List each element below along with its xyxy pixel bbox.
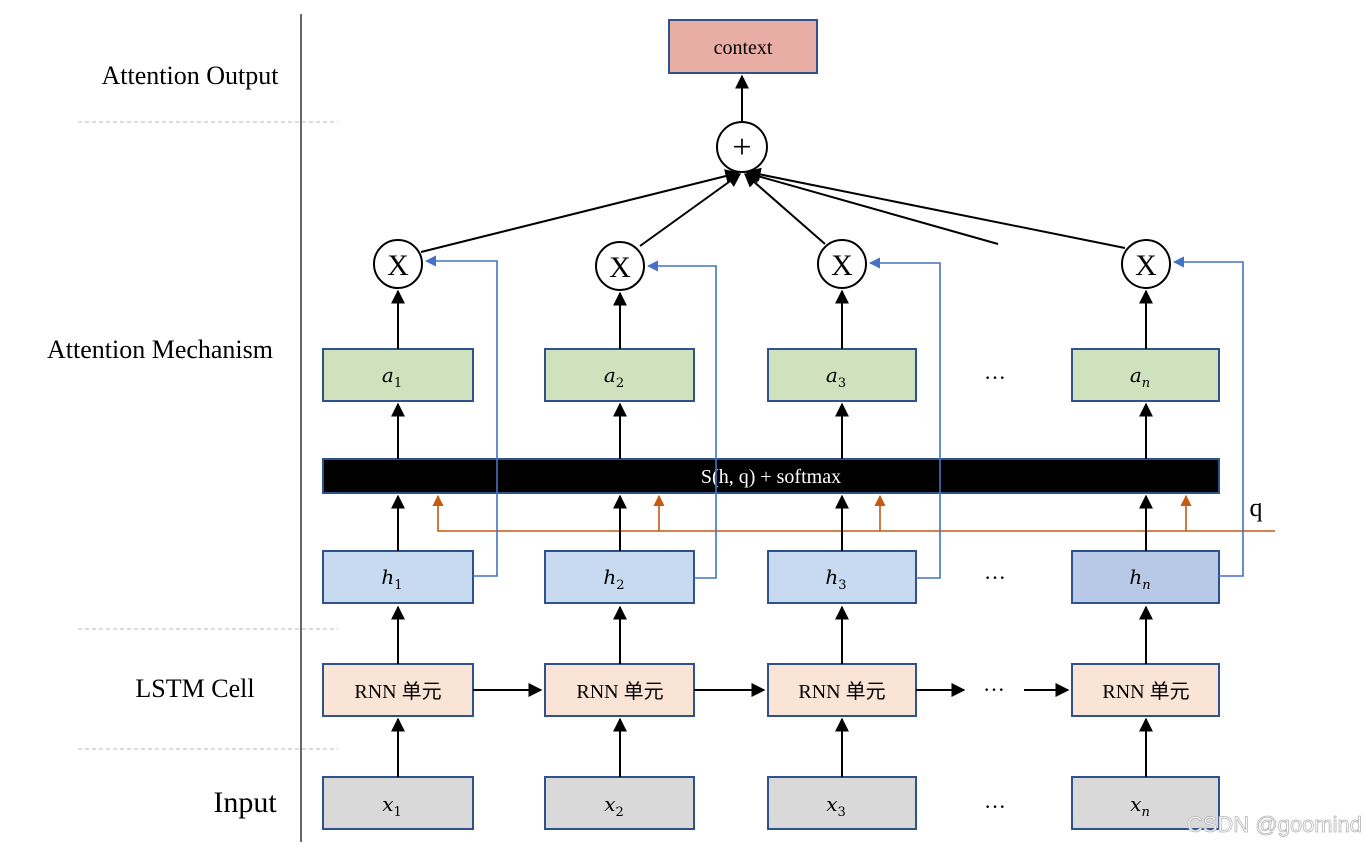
watermark: CSDN @goomind (1187, 812, 1362, 837)
ellipsis: ··· (984, 794, 1006, 819)
score-softmax-bar: S(h, q) + softmax (322, 458, 1220, 494)
query-line (432, 494, 1275, 532)
plus-symbol: + (732, 129, 751, 166)
row-label-attention-mechanism: Attention Mechanism (47, 335, 273, 364)
context-box: context (668, 19, 818, 74)
hidden-label: h2 (603, 565, 624, 593)
column-3: x3 RNN 单元 h3 a3 X (767, 239, 941, 830)
rnn-box (1071, 663, 1220, 717)
hidden-skip-line (1172, 256, 1244, 577)
multiply-to-sum-arrow (639, 173, 742, 247)
input-box (544, 776, 695, 830)
hidden-label: hn (1129, 565, 1150, 593)
column-1: x1 RNN 单元 h1 a1 X (322, 239, 498, 830)
ellipsis-to-sum-arrow (745, 169, 999, 245)
rnn-box (544, 663, 695, 717)
input-label: x1 (382, 792, 402, 820)
multiply-symbol: X (609, 251, 631, 284)
context-label: context (714, 37, 773, 59)
multiply-node (373, 239, 423, 289)
rnn-label: RNN 单元 (1102, 680, 1189, 703)
rnn-label: RNN 单元 (798, 680, 885, 703)
multiply-to-sum-arrow (743, 173, 826, 245)
multiply-node (1121, 239, 1171, 289)
hidden-box (767, 550, 917, 604)
rnn-label: RNN 单元 (354, 680, 441, 703)
multiply-node (817, 239, 867, 289)
query-label: q (1250, 493, 1263, 522)
input-label: x2 (604, 792, 624, 820)
hidden-skip-line (646, 260, 717, 579)
attention-weight-box (767, 348, 917, 402)
multiply-symbol: X (1135, 249, 1157, 282)
input-box (322, 776, 474, 830)
multiply-to-sum-arrow (420, 169, 740, 253)
attention-weight-box (322, 348, 474, 402)
score-softmax-label: S(h, q) + softmax (701, 466, 841, 488)
hidden-skip-line (868, 257, 941, 579)
rnn-box (767, 663, 917, 717)
row-label-lstm-cell: LSTM Cell (135, 674, 254, 703)
hidden-box (322, 550, 474, 604)
ellipsis: ··· (984, 565, 1006, 590)
attention-weight-label: a3 (826, 363, 846, 391)
input-label: x3 (826, 792, 846, 820)
rnn-label: RNN 单元 (576, 680, 663, 703)
hidden-label: h3 (825, 565, 846, 593)
ellipsis: ··· (983, 677, 1005, 702)
column-2: x2 RNN 单元 h2 a2 X (544, 241, 717, 830)
hidden-box (1071, 550, 1220, 604)
sum-node: + (716, 121, 768, 173)
multiply-symbol: X (387, 249, 409, 282)
multiply-to-sum-arrow (746, 167, 1126, 249)
hidden-skip-line (424, 255, 498, 577)
multiply-node (595, 241, 645, 291)
attention-weight-label: a2 (604, 363, 624, 391)
input-label: xn (1130, 792, 1150, 820)
attention-weight-box (544, 348, 695, 402)
input-box (767, 776, 917, 830)
column-n: xn RNN 单元 hn an X (1071, 239, 1244, 830)
row-label-attention-output: Attention Output (102, 61, 280, 90)
ellipsis: ··· (984, 365, 1006, 390)
attention-weight-label: a1 (382, 363, 402, 391)
hidden-label: h1 (381, 565, 402, 593)
attention-weight-label: an (1130, 363, 1150, 391)
multiply-symbol: X (831, 249, 853, 282)
attention-weight-box (1071, 348, 1220, 402)
hidden-box (544, 550, 695, 604)
row-label-input: Input (213, 786, 277, 819)
rnn-box (322, 663, 474, 717)
